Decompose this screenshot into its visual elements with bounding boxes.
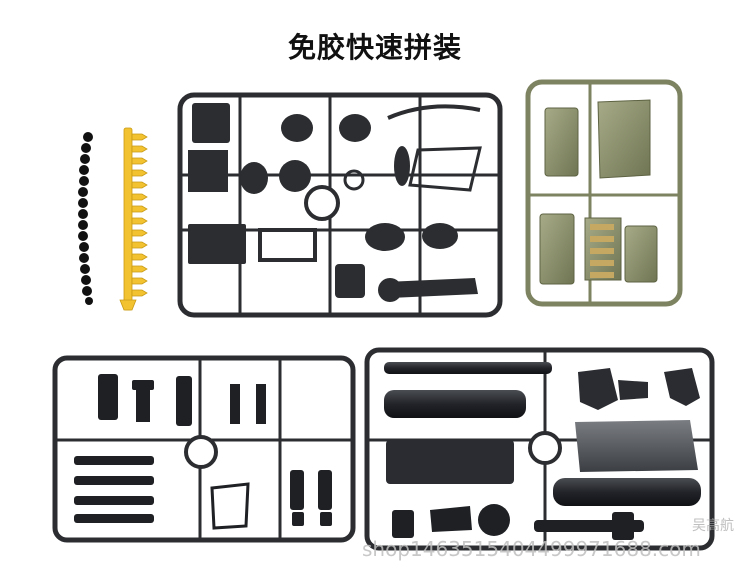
sprue-frame-bottom-left [52,355,356,543]
product-title: 免胶快速拼装 [287,31,462,64]
sprue-frame-bottom-right [364,347,715,551]
watermark-text: 吴高航 [692,518,734,534]
ammo-belt-chain [78,132,93,305]
sprue-frame-olive [525,79,683,307]
yellow-bullet-strip [119,127,148,311]
shop-url-watermark: shop1463515404499971688.com [362,537,701,561]
sprue-frame-top-center [177,92,503,318]
